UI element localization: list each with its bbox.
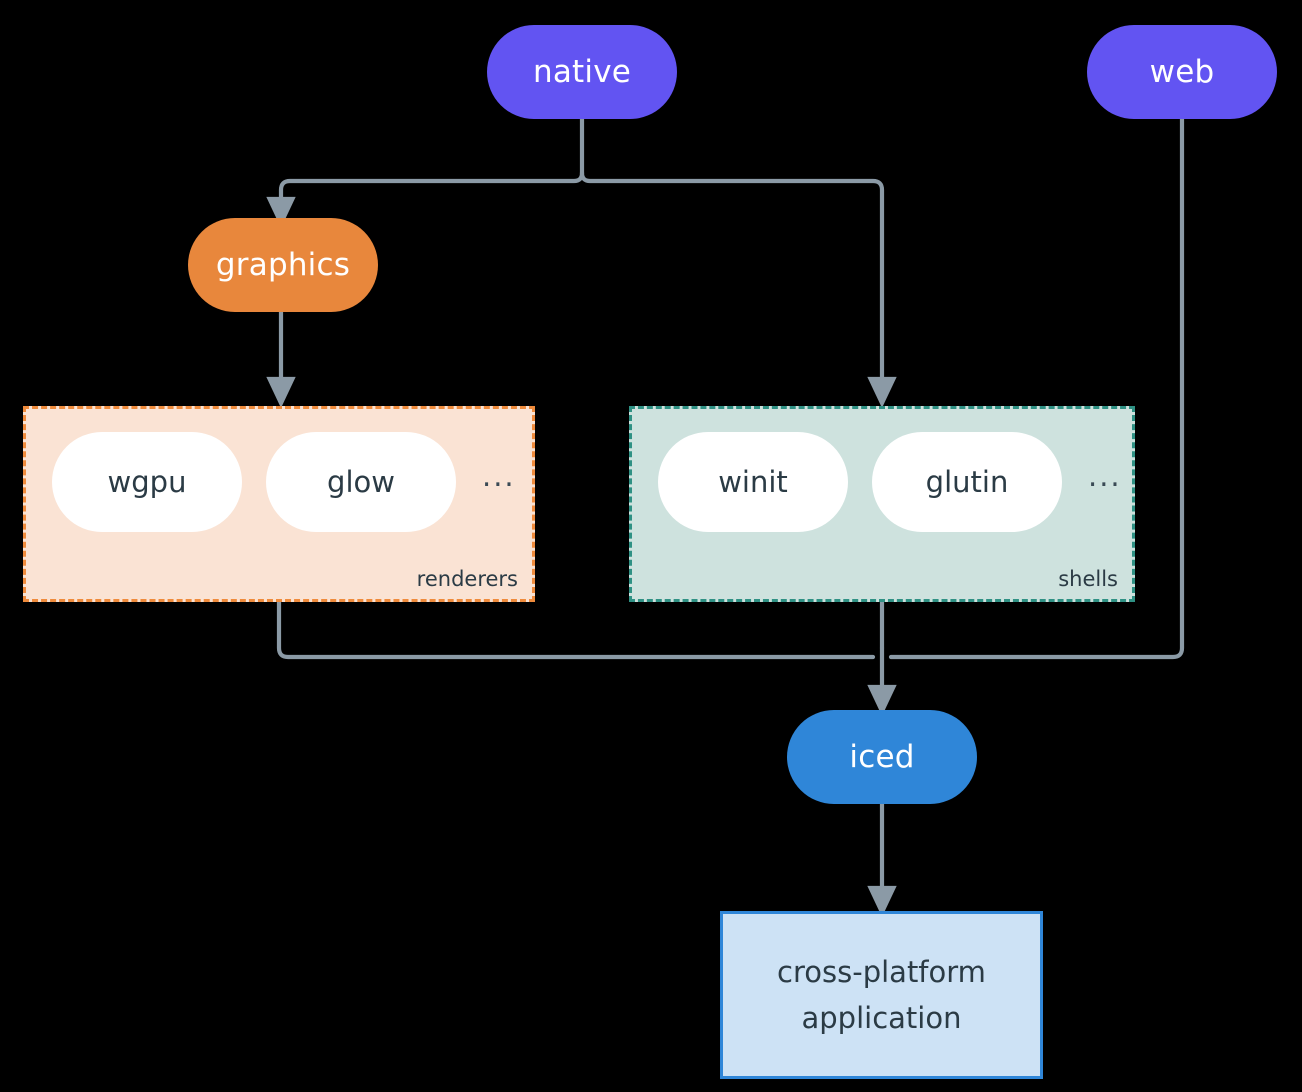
node-graphics-label: graphics — [215, 246, 351, 283]
node-application-line1: cross-platform — [777, 954, 986, 989]
node-web[interactable]: web — [1087, 25, 1277, 119]
node-iced[interactable]: iced — [787, 710, 977, 804]
chip-glutin[interactable]: glutin — [872, 432, 1062, 532]
node-application[interactable]: cross-platform application — [720, 911, 1043, 1079]
chip-glow[interactable]: glow — [266, 432, 456, 532]
group-shells-label: shells — [1058, 567, 1118, 591]
chip-glow-label: glow — [327, 465, 395, 499]
shells-more-ellipsis: ... — [1088, 458, 1122, 493]
edge-native-to-graphics — [266, 170, 585, 228]
chip-winit-label: winit — [718, 465, 788, 499]
node-native-label: native — [532, 53, 632, 90]
node-application-line2: application — [801, 1001, 962, 1035]
group-renderers[interactable]: wgpu glow ... renderers — [23, 406, 535, 602]
shells-chip-row: winit glutin ... — [632, 430, 1132, 534]
group-shells[interactable]: winit glutin ... shells — [629, 406, 1135, 602]
node-native[interactable]: native — [487, 25, 677, 119]
chip-glutin-label: glutin — [925, 465, 1009, 499]
renderers-more-ellipsis: ... — [482, 458, 516, 493]
chip-winit[interactable]: winit — [658, 432, 848, 532]
chip-wgpu-label: wgpu — [107, 465, 187, 499]
node-graphics[interactable]: graphics — [188, 218, 378, 312]
node-web-label: web — [1149, 53, 1215, 90]
node-application-text: cross-platform application — [777, 949, 986, 1042]
edge-renderers-to-iced — [276, 599, 876, 660]
renderers-chip-row: wgpu glow ... — [26, 430, 532, 534]
edge-native-to-shells — [579, 170, 897, 408]
chip-wgpu[interactable]: wgpu — [52, 432, 242, 532]
group-renderers-label: renderers — [416, 567, 518, 591]
node-iced-label: iced — [849, 738, 915, 775]
